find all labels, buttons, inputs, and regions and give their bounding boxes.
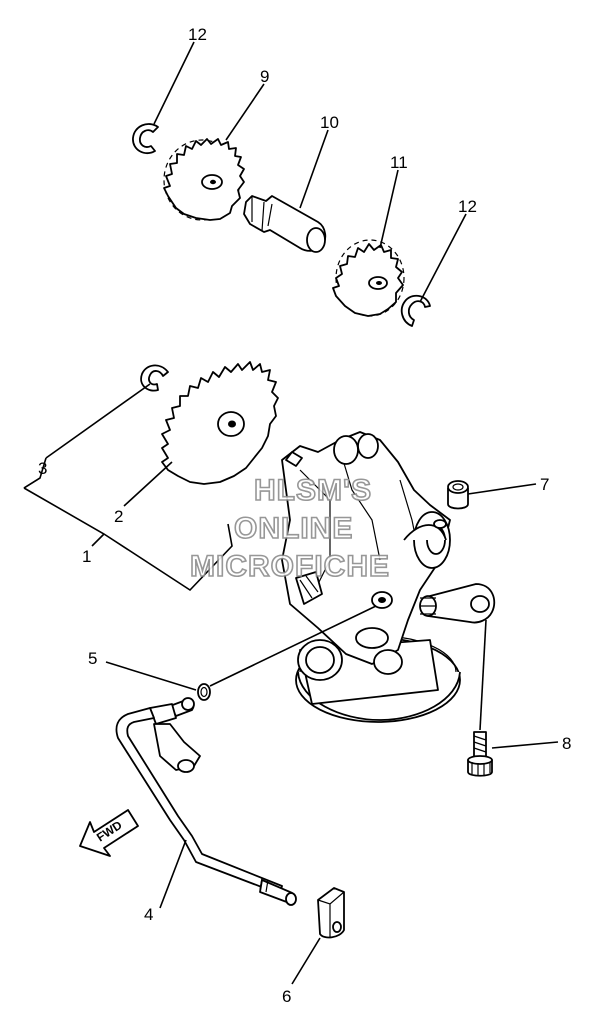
forward-direction-arrow: FWD — [79, 809, 139, 857]
arrow-left-icon — [79, 809, 139, 857]
callout-7: 7 — [540, 475, 549, 494]
shaft-10 — [243, 195, 327, 253]
gear-2 — [161, 361, 279, 485]
sleeve-7 — [447, 480, 469, 510]
o-ring-5 — [197, 683, 211, 701]
watermark-line-2: ONLINE — [234, 512, 353, 545]
gear-11 — [332, 239, 405, 317]
callout-1: 1 — [82, 547, 91, 566]
callout-8: 8 — [562, 734, 571, 753]
gear-9 — [163, 138, 245, 221]
watermark: HLSM'S ONLINE MICROFICHE — [189, 473, 390, 584]
circlip-12-top — [132, 123, 159, 155]
callout-6: 6 — [282, 987, 291, 1006]
callout-10: 10 — [320, 113, 339, 132]
bolt-8 — [467, 731, 493, 777]
block-6 — [317, 887, 345, 939]
watermark-line-3: MICROFICHE — [190, 550, 390, 583]
watermark-line-1: HLSM'S — [254, 474, 372, 507]
leader-lines — [23, 41, 559, 985]
callout-3: 3 — [38, 459, 47, 478]
callout-labels: 12 9 10 11 12 3 2 1 7 5 8 4 6 — [38, 25, 571, 1006]
callout-2: 2 — [114, 507, 123, 526]
callout-9: 9 — [260, 67, 269, 86]
circlip-3 — [140, 364, 169, 392]
oil-pump-body — [281, 431, 496, 723]
callout-4: 4 — [144, 905, 153, 924]
callout-11: 11 — [390, 153, 408, 172]
callout-12-right: 12 — [458, 197, 477, 216]
circlip-12-right — [400, 294, 431, 327]
callout-12-top: 12 — [188, 25, 207, 44]
pipe-4 — [115, 697, 297, 906]
callout-5: 5 — [88, 649, 97, 668]
